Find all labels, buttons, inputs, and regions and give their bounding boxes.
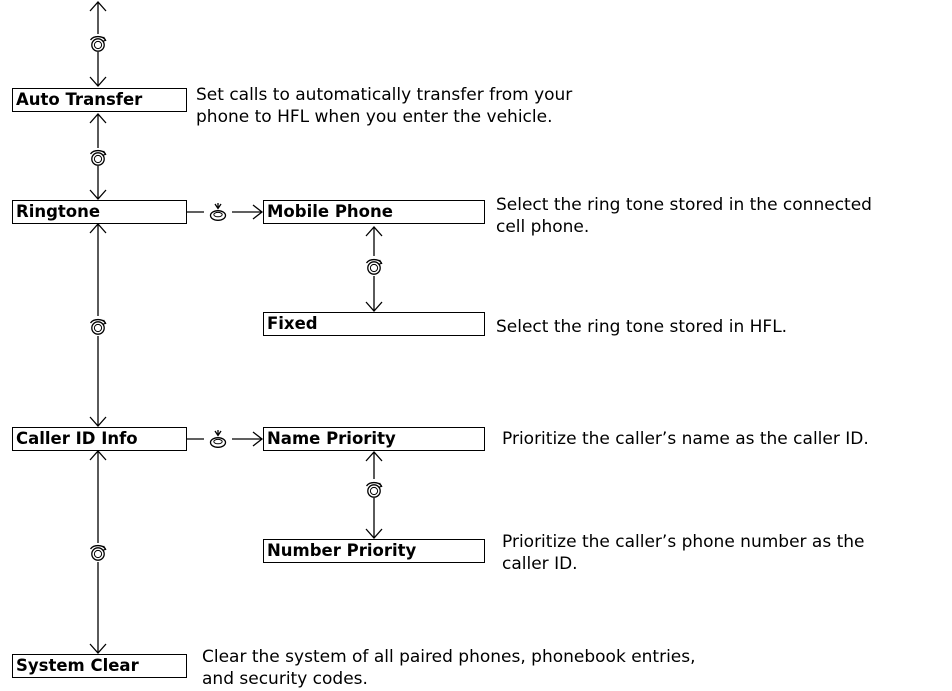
menu-item-ringtone: Ringtone xyxy=(12,200,187,224)
option-mobile-phone: Mobile Phone xyxy=(263,200,485,224)
description-line: phone to HFL when you enter the vehicle. xyxy=(196,107,553,127)
description-line: Select the ring tone stored in HFL. xyxy=(496,317,788,337)
description-line: Select the ring tone stored in the conne… xyxy=(496,195,872,215)
rotate-knob-icon xyxy=(365,258,383,275)
number-priority-description: Prioritize the caller’s phone number as … xyxy=(502,531,865,575)
option-name-priority: Name Priority xyxy=(263,427,485,451)
option-number-priority: Number Priority xyxy=(263,539,485,563)
auto-transfer-description: Set calls to automatically transfer from… xyxy=(196,84,572,128)
menu-item-system-clear: System Clear xyxy=(12,654,187,678)
rotate-knob-icon xyxy=(89,318,107,335)
system-clear-description: Clear the system of all paired phones, p… xyxy=(202,646,696,690)
description-line: Set calls to automatically transfer from… xyxy=(196,85,573,105)
description-line: caller ID. xyxy=(502,554,578,574)
mobile-phone-description: Select the ring tone stored in the conne… xyxy=(496,194,872,238)
rotate-knob-icon xyxy=(365,481,383,498)
description-line: Clear the system of all paired phones, p… xyxy=(202,647,696,667)
fixed-description: Select the ring tone stored in HFL. xyxy=(496,316,787,338)
description-line: Prioritize the caller’s phone number as … xyxy=(502,532,865,552)
description-line: Prioritize the caller’s name as the call… xyxy=(502,429,869,449)
description-line: cell phone. xyxy=(496,217,590,237)
rotate-knob-icon xyxy=(89,544,107,561)
description-line: and security codes. xyxy=(202,669,368,689)
press-knob-icon xyxy=(209,202,227,221)
rotate-knob-icon xyxy=(89,35,107,52)
press-knob-icon xyxy=(209,429,227,448)
menu-item-auto-transfer: Auto Transfer xyxy=(12,88,187,112)
menu-item-caller-id-info: Caller ID Info xyxy=(12,427,187,451)
option-fixed: Fixed xyxy=(263,312,485,336)
name-priority-description: Prioritize the caller’s name as the call… xyxy=(502,428,869,450)
rotate-knob-icon xyxy=(89,149,107,166)
